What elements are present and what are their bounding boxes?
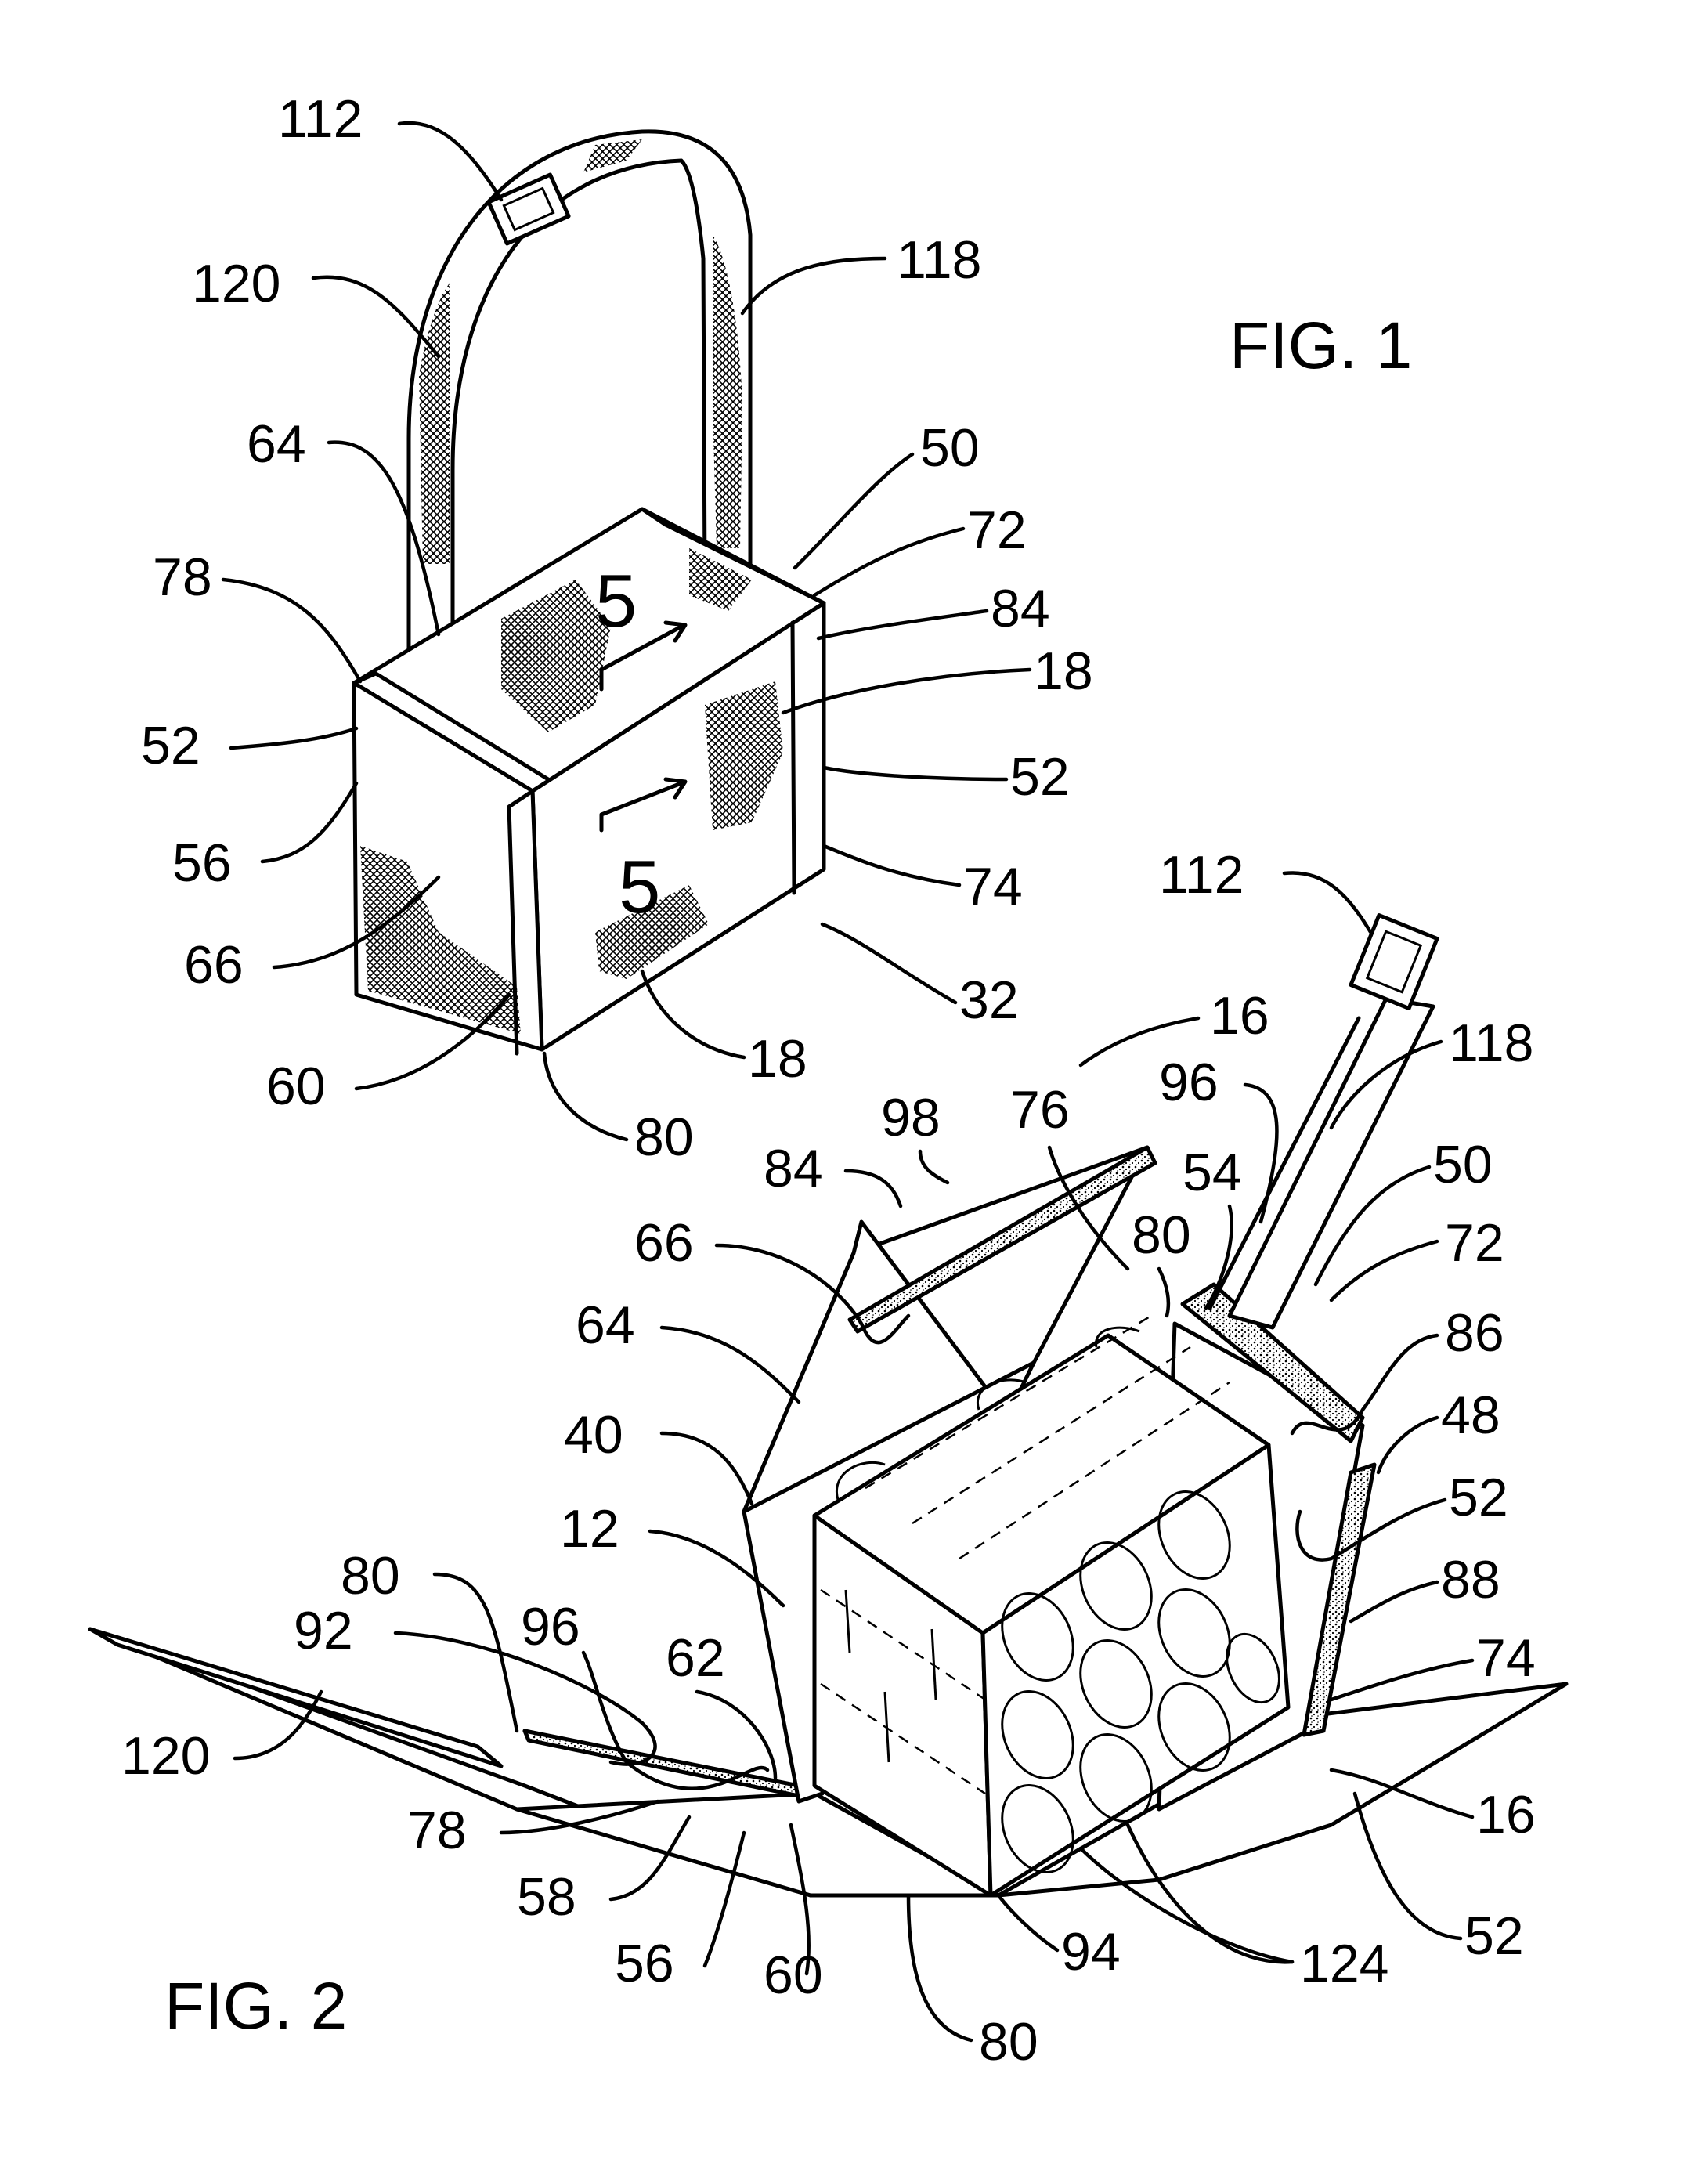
fig2-ref-98: 98 [881, 1088, 941, 1147]
fig2-ref-76: 76 [1010, 1080, 1070, 1140]
fig2-ref-88: 88 [1441, 1550, 1500, 1609]
fig1-ref-56: 56 [172, 833, 232, 893]
fig1-ref-84: 84 [991, 579, 1050, 638]
fig2-ref-80c: 80 [979, 2012, 1038, 2072]
fig2-ref-16a: 16 [1210, 986, 1269, 1046]
fig1-ref-60: 60 [266, 1057, 326, 1116]
fig2-ref-84: 84 [764, 1139, 823, 1198]
fig1-seam-front-right [793, 623, 794, 893]
fig1-ref-72: 72 [967, 500, 1027, 560]
fig1-ref-78: 78 [153, 547, 212, 607]
fig1-ref-52a: 52 [141, 716, 200, 775]
fig1-ref-80: 80 [634, 1107, 694, 1167]
fig2-ref-48: 48 [1441, 1385, 1500, 1445]
fig1-ref-118: 118 [897, 230, 981, 290]
fig2-ref-96b: 96 [521, 1597, 580, 1656]
fig2-strap [1230, 999, 1433, 1328]
fig2-ref-64: 64 [576, 1295, 635, 1355]
fig1-buckle [489, 175, 569, 244]
fig2-ref-60: 60 [764, 1945, 823, 2005]
fig1-ref-66: 66 [184, 935, 244, 995]
fig2-ref-94: 94 [1061, 1922, 1121, 1982]
fig2-buckle [1351, 916, 1437, 1009]
fig2-ref-74: 74 [1476, 1628, 1536, 1688]
fig2-ref-50: 50 [1433, 1135, 1493, 1194]
fig2-ref-56: 56 [615, 1934, 674, 1993]
fig1-ref-74: 74 [963, 857, 1023, 916]
fig1-ref-120: 120 [192, 254, 280, 313]
fig2-ref-62: 62 [666, 1628, 725, 1688]
fig1-ref-52b: 52 [1010, 747, 1070, 807]
fig2-ref-80b: 80 [341, 1546, 400, 1606]
fig1-ref-18b: 18 [748, 1029, 807, 1089]
fig2-ref-86: 86 [1445, 1303, 1504, 1363]
fig2-ref-16b: 16 [1476, 1785, 1536, 1844]
fig2-ref-78: 78 [407, 1801, 467, 1860]
fig2-ref-52a: 52 [1449, 1468, 1508, 1527]
fig2-ref-112: 112 [1159, 845, 1244, 905]
fig1-ref-50: 50 [920, 418, 980, 478]
fig2-ref-120: 120 [121, 1726, 210, 1786]
fig2-ref-80a: 80 [1132, 1205, 1191, 1265]
fig2-ref-66: 66 [634, 1213, 694, 1273]
fig1-section-label-top: 5 [595, 559, 637, 643]
fig1-section-label-bottom: 5 [619, 845, 660, 929]
fig2-ref-124: 124 [1300, 1934, 1388, 1993]
fig2-ref-54: 54 [1183, 1143, 1242, 1202]
fig1-strap-mesh-right [713, 235, 742, 548]
fig2-ref-58: 58 [517, 1867, 576, 1927]
fig2-ref-96a: 96 [1159, 1053, 1219, 1112]
fig2-ref-92: 92 [294, 1601, 353, 1660]
fig1-ref-64: 64 [247, 414, 306, 474]
fig2-ref-52b: 52 [1464, 1906, 1524, 1966]
fig2-ref-118: 118 [1449, 1013, 1533, 1073]
fig1-ref-18a: 18 [1034, 641, 1093, 701]
fig2-ref-40: 40 [564, 1405, 623, 1465]
fig1-title: FIG. 1 [1230, 309, 1412, 382]
fig2-title: FIG. 2 [164, 1969, 347, 2043]
fig2-ref-12: 12 [560, 1499, 619, 1559]
fig1-drawing [354, 132, 824, 1053]
fig1-ref-112: 112 [278, 89, 363, 149]
fig1-ref-32: 32 [959, 970, 1019, 1030]
fig2-ref-72: 72 [1445, 1213, 1504, 1273]
